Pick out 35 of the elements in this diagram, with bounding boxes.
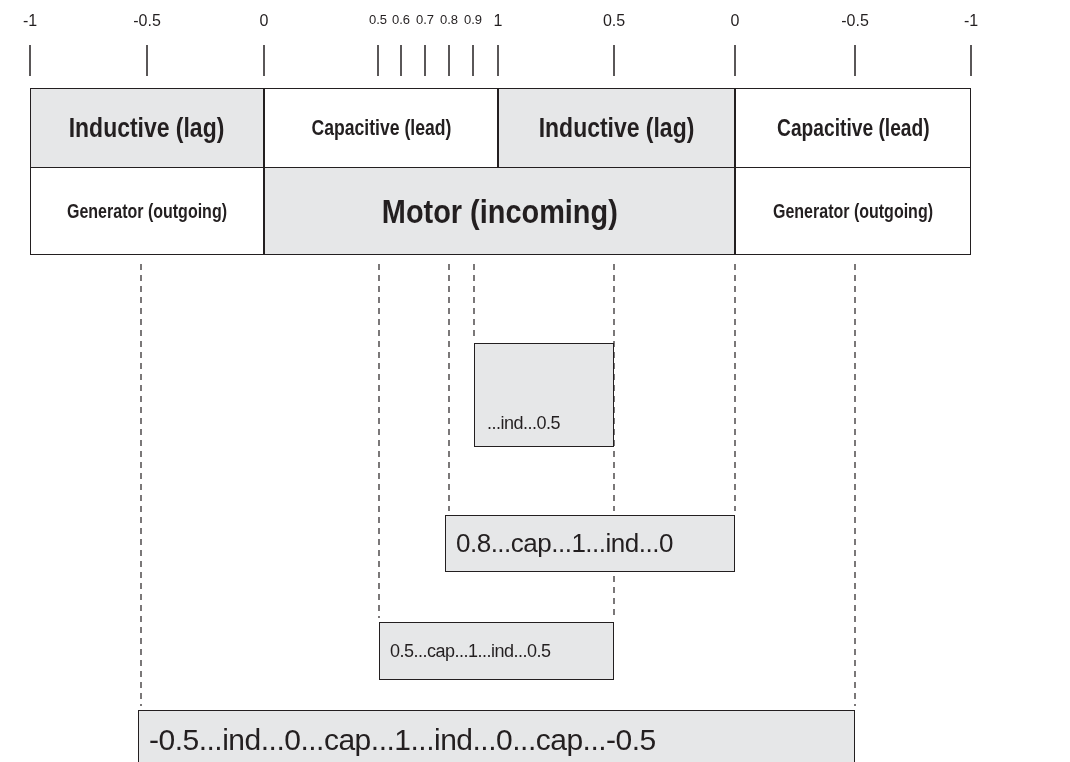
region-box [264, 88, 498, 168]
range-label: 0.8...cap...1...ind...0 [456, 528, 673, 559]
range-label: ...ind...0.5 [487, 413, 561, 434]
region-box [735, 88, 971, 168]
region-label: Generator (outgoing) [67, 199, 227, 223]
range-box [138, 710, 855, 762]
scale-number: 0.5 [368, 12, 388, 27]
scale-number: -0.5 [841, 12, 869, 30]
scale-number: -1 [22, 12, 38, 30]
range-label: -0.5...ind...0...cap...1...ind...0...cap...-0.5 [149, 723, 656, 757]
scale-number: 0.6 [391, 12, 411, 27]
region-box [30, 88, 264, 168]
scale-number: 0 [259, 12, 269, 30]
region-label: Capacitive (lead) [311, 115, 451, 141]
scale-number: 0 [730, 12, 740, 30]
scale-number: 1 [493, 12, 503, 30]
range-label: 0.5...cap...1...ind...0.5 [390, 640, 551, 662]
region-box [30, 167, 264, 255]
scale-number: -0.5 [133, 12, 161, 30]
scale-number: 0.8 [439, 12, 459, 27]
region-label: Motor (incoming) [381, 191, 618, 231]
region-box [498, 88, 735, 168]
range-box [474, 343, 614, 447]
region-box [264, 167, 735, 255]
scale-number: -1 [963, 12, 979, 30]
region-label: Inductive (lag) [538, 112, 695, 144]
scale-number: 0.7 [415, 12, 435, 27]
range-box [379, 622, 614, 680]
region-box [735, 167, 971, 255]
region-label: Inductive (lag) [69, 112, 225, 144]
range-box [445, 515, 735, 572]
region-label: Generator (outgoing) [773, 199, 933, 223]
scale-number: 0.9 [463, 12, 483, 27]
scale-number: 0.5 [602, 12, 626, 30]
region-label: Capacitive (lead) [776, 114, 930, 142]
